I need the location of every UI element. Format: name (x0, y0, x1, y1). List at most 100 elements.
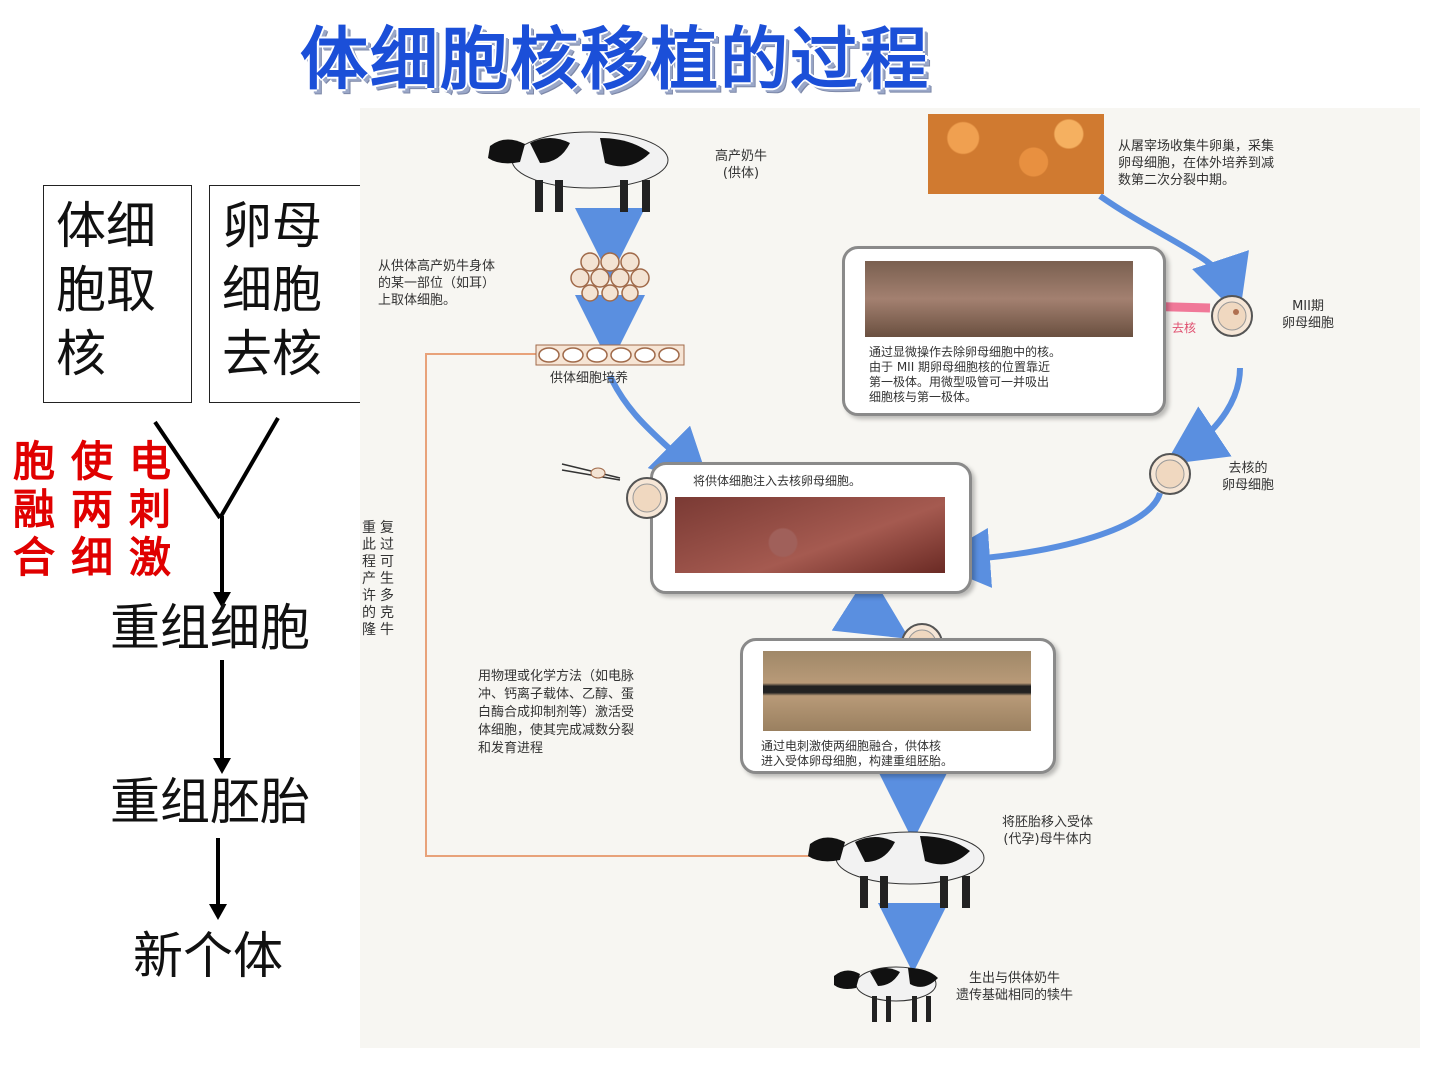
caption-line: 卵母细胞 (1282, 316, 1335, 331)
repeat-char: 隆 (362, 622, 376, 638)
red-char: 合 (12, 533, 55, 582)
caption-line: 从供体高产奶牛身体 (378, 259, 496, 274)
oocyte-box-line: 去核 (222, 325, 322, 383)
injection-photo (675, 497, 945, 573)
injection-pipette-icon (561, 463, 621, 481)
enucleation-panel: 通过显微操作去除卵母细胞中的核。 由于 MII 期卵母细胞核的位置靠近 第一极体… (842, 246, 1166, 416)
oocyte-enucleation-box: 卵母 细胞 去核 (209, 185, 380, 403)
red-char: 两 (70, 485, 113, 534)
cell-culture-image (535, 344, 685, 366)
cell-cluster-image (570, 252, 650, 302)
caption-line: 卵母细胞，在体外培养到减 (1118, 156, 1275, 171)
flow-connector-lines (153, 416, 280, 920)
red-char: 细 (70, 533, 113, 582)
remove-nucleus-label: 去核 (1172, 321, 1197, 335)
caption-line: 通过显微操作去除卵母细胞中的核。 (869, 345, 1062, 359)
donor-cow-image (488, 131, 669, 212)
y-branch-left (153, 420, 222, 520)
y-branch-right (218, 416, 280, 520)
caption-line: 通过电刺激使两细胞融合，供体核 (761, 739, 942, 753)
injection-oocyte-image (626, 477, 668, 519)
caption-line: MII期 (1292, 299, 1324, 314)
arrow-head-1 (213, 592, 231, 608)
mii-caption: MII期 卵母细胞 (1282, 298, 1334, 332)
enucleated-caption: 去核的 卵母细胞 (1222, 460, 1274, 494)
red-char: 融 (12, 485, 55, 534)
donor-box-line: 体细 (56, 197, 156, 255)
caption-line: 卵母细胞 (1222, 478, 1275, 493)
page-title: 体细胞核移植的过程 (300, 21, 931, 100)
red-char: 激 (128, 533, 171, 582)
oocyte-box-line: 细胞 (222, 261, 322, 319)
caption-line: 去核的 (1228, 461, 1268, 476)
repeat-char: 多 (380, 588, 394, 604)
arrow-head-3 (209, 904, 227, 920)
caption-line: (代孕)母牛体内 (1003, 832, 1092, 847)
enucleation-caption: 通过显微操作去除卵母细胞中的核。 由于 MII 期卵母细胞核的位置靠近 第一极体… (869, 345, 1061, 405)
ovary-image (928, 114, 1104, 194)
enucleated-oocyte-image (1149, 453, 1191, 495)
transfer-caption: 将胚胎移入受体 (代孕)母牛体内 (1002, 814, 1093, 848)
caption-line: 高产奶牛 (715, 149, 768, 164)
birth-caption: 生出与供体奶牛 遗传基础相同的犊牛 (956, 970, 1073, 1004)
fusion-photo (763, 651, 1031, 731)
repeat-char: 复 (380, 520, 394, 536)
caption-line: 将胚胎移入受体 (1002, 815, 1094, 830)
surrogate-cow-image (808, 831, 985, 908)
donor-box-line: 核 (56, 325, 106, 383)
culture-caption: 供体细胞培养 (550, 371, 629, 386)
caption-line: 由于 MII 期卵母细胞核的位置靠近 (869, 360, 1051, 374)
fusion-caption: 通过电刺激使两细胞融合，供体核 进入受体卵母细胞，构建重组胚胎。 (761, 739, 953, 769)
caption-line: 上取体细胞。 (378, 293, 457, 308)
caption-line: 冲、钙离子载体、乙醇、蛋 (478, 687, 635, 702)
repeat-char: 程 (362, 554, 376, 570)
inject-caption: 将供体细胞注入去核卵母细胞。 (693, 474, 862, 488)
caption-line: 的某一部位（如耳） (378, 276, 496, 291)
stage-recombinant-cell: 重组细胞 (110, 599, 310, 657)
oocyte-box-line: 卵母 (222, 197, 322, 255)
cloned-calf-image (834, 966, 938, 1022)
injection-panel: 将供体细胞注入去核卵母细胞。 (650, 462, 972, 594)
arrow-head-2 (213, 758, 231, 774)
red-char: 使 (70, 437, 113, 486)
repeat-char: 产 (362, 571, 376, 587)
donor-cow-caption: 高产奶牛 (供体) (715, 148, 767, 182)
micromanipulation-photo (865, 261, 1133, 337)
donor-box-line: 胞取 (56, 261, 156, 319)
repeat-char: 牛 (380, 622, 394, 638)
figure-arrows (425, 193, 1249, 973)
red-char: 胞 (12, 437, 55, 486)
repeat-char: 许 (362, 588, 376, 604)
mii-oocyte-image (1211, 295, 1253, 337)
repeat-char: 此 (362, 537, 376, 553)
red-char: 电 (128, 437, 171, 486)
caption-line: 进入受体卵母细胞，构建重组胚胎。 (761, 754, 954, 768)
activation-caption: 用物理或化学方法（如电脉 冲、钙离子载体、乙醇、蛋 白酶合成抑制剂等）激活受 体… (478, 668, 634, 758)
repeat-char: 的 (362, 605, 376, 621)
caption-line: 细胞核与第一极体。 (869, 390, 978, 404)
textbook-figure: 高产奶牛 (供体) 从供体高产奶牛身体 的某一部位（如耳） 上取体细胞。 供体细… (360, 108, 1420, 1048)
repeat-char: 可 (380, 554, 394, 570)
caption-line: 从屠宰场收集牛卵巢，采集 (1118, 139, 1275, 154)
fusion-panel: 通过电刺激使两细胞融合，供体核 进入受体卵母细胞，构建重组胚胎。 (740, 638, 1056, 774)
repeat-char: 过 (380, 537, 394, 553)
caption-line: 数第二次分裂中期。 (1118, 173, 1236, 188)
caption-line: 第一极体。用微型吸管可一并吸出 (869, 375, 1050, 389)
stage-new-individual: 新个体 (133, 927, 283, 985)
caption-line: 生出与供体奶牛 (969, 971, 1061, 986)
donor-nucleus-box: 体细 胞取 核 (43, 185, 192, 403)
repeat-char: 克 (380, 605, 394, 621)
take-cells-caption: 从供体高产奶牛身体 的某一部位（如耳） 上取体细胞。 (378, 258, 495, 309)
red-char: 刺 (128, 485, 171, 534)
caption-line: 用物理或化学方法（如电脉 (478, 669, 635, 684)
red-label-column: 使 两 细 (70, 438, 114, 582)
caption-line: 遗传基础相同的犊牛 (956, 988, 1074, 1003)
repeat-char: 重 (362, 520, 376, 536)
repeat-char: 生 (380, 571, 394, 587)
stage-recombinant-embryo: 重组胚胎 (110, 773, 310, 831)
caption-line: 白酶合成抑制剂等）激活受 (478, 705, 635, 720)
ovary-caption: 从屠宰场收集牛卵巢，采集 卵母细胞，在体外培养到减 数第二次分裂中期。 (1118, 138, 1274, 189)
caption-line: (供体) (722, 166, 760, 181)
red-label-column: 电 刺 激 (128, 438, 172, 582)
red-label-column: 胞 融 合 (12, 438, 56, 582)
